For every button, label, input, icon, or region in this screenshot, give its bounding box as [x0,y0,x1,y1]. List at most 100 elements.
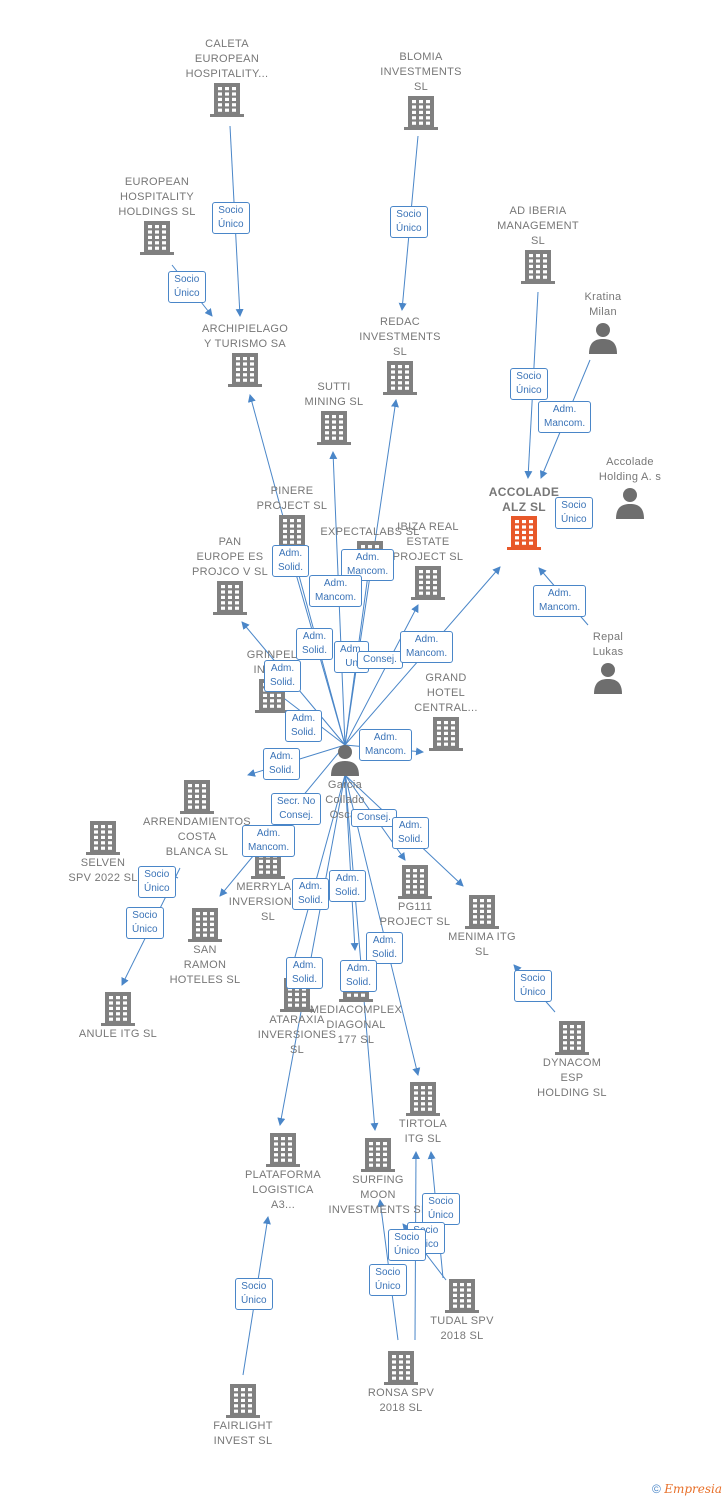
relation-label[interactable]: Socio Único [212,202,250,234]
node-label: Kratina Milan [584,291,622,318]
node-label: PLATAFORMA LOGISTICA A3... [245,1169,321,1211]
node-archipielago[interactable]: ARCHIPIELAGO Y TURISMO SA [180,322,310,388]
building-icon [266,1133,300,1167]
node-label: IBIZA REAL ESTATE PROJECT SL [392,521,464,563]
node-adiberia[interactable]: AD IBERIA MANAGEMENT SL [473,204,603,285]
relation-label[interactable]: Adm. Mancom. [359,729,413,761]
relation-label[interactable]: Adm. Solid. [272,545,310,577]
node-label: EUROPEAN HOSPITALITY HOLDINGS SL [118,176,196,218]
relation-label[interactable]: Consej. [351,809,397,827]
node-label: CALETA EUROPEAN HOSPITALITY... [185,38,269,80]
relation-label[interactable]: Adm. Solid. [366,932,404,964]
node-pg111[interactable]: PG111 PROJECT SL [350,864,480,930]
relation-label[interactable]: Socio Único [235,1278,273,1310]
node-dynacom[interactable]: DYNACOM ESP HOLDING SL [507,1020,637,1101]
node-label: TIRTOLA ITG SL [398,1118,448,1145]
relation-label[interactable]: Secr. No Consej. [271,793,322,825]
node-surfing[interactable]: SURFING MOON INVESTMENTS SL [313,1137,443,1218]
node-grandhotel[interactable]: GRAND HOTEL CENTRAL... [381,671,511,752]
node-selven[interactable]: SELVEN SPV 2022 SL [38,820,168,886]
relation-label[interactable]: Socio Único [138,866,176,898]
relation-label[interactable]: Adm. Solid. [263,748,301,780]
relation-label[interactable]: Adm. Solid. [329,870,367,902]
empresia-logo[interactable]: Empresia [664,1482,722,1496]
node-label: PAN EUROPE ES PROJCO V SL [191,536,269,578]
building-icon [188,908,222,942]
node-anule[interactable]: ANULE ITG SL [53,991,183,1042]
relation-label[interactable]: Consej. [357,651,403,669]
node-label: SUTTI MINING SL [304,381,364,408]
node-tudal[interactable]: TUDAL SPV 2018 SL [397,1278,527,1344]
building-icon [507,516,541,550]
building-icon [406,1082,440,1116]
relation-label[interactable]: Socio Único [510,368,548,400]
node-sanramon[interactable]: SAN RAMON HOTELES SL [140,907,270,988]
node-plataforma[interactable]: PLATAFORMA LOGISTICA A3... [218,1132,348,1213]
building-icon [361,1138,395,1172]
relation-label[interactable]: Adm. Solid. [292,878,330,910]
relationship-edge [344,604,419,746]
relation-label[interactable]: Socio Único [126,907,164,939]
relation-label[interactable]: Socio Único [390,206,428,238]
relation-label[interactable]: Adm. Solid. [286,957,324,989]
relationship-edge [344,774,379,1131]
relationship-edge [344,774,359,951]
relation-label[interactable]: Adm. Solid. [285,710,323,742]
node-menima[interactable]: MENIMA ITG SL [417,894,547,960]
relation-label[interactable]: Adm. Mancom. [533,585,587,617]
node-label: AD IBERIA MANAGEMENT SL [497,205,579,247]
node-label: FAIRLIGHT INVEST SL [213,1420,273,1447]
node-repal[interactable]: Repal Lukas [543,630,673,696]
relation-label[interactable]: Adm. Mancom. [400,631,454,663]
building-icon [317,411,351,445]
building-icon [86,821,120,855]
node-label: RONSA SPV 2018 SL [367,1387,435,1414]
relation-label[interactable]: Adm. Solid. [296,628,334,660]
relation-label[interactable]: Socio Único [514,970,552,1002]
node-label: BLOMIA INVESTMENTS SL [380,51,462,93]
relation-label[interactable]: Socio Único [168,271,206,303]
node-accoladeholding[interactable]: Accolade Holding A. s [565,455,695,521]
node-fairlight[interactable]: FAIRLIGHT INVEST SL [178,1383,308,1449]
node-european[interactable]: EUROPEAN HOSPITALITY HOLDINGS SL [92,175,222,256]
relation-label[interactable]: Adm. Solid. [340,960,378,992]
node-caleta[interactable]: CALETA EUROPEAN HOSPITALITY... [162,37,292,118]
building-icon [210,83,244,117]
node-kratina[interactable]: Kratina Milan [538,290,668,356]
node-label: GRAND HOTEL CENTRAL... [414,672,478,714]
relationship-edge [277,774,346,1126]
node-redac[interactable]: REDAC INVESTMENTS SL [335,315,465,396]
building-icon [521,250,555,284]
building-icon [465,895,499,929]
relation-label[interactable]: Adm. Solid. [392,817,430,849]
node-ibiza[interactable]: IBIZA REAL ESTATE PROJECT SL [363,520,493,601]
building-icon [228,353,262,387]
relationship-edge [287,774,346,976]
relation-label[interactable]: Socio Único [555,497,593,529]
node-label: DYNACOM ESP HOLDING SL [537,1057,607,1099]
node-pan[interactable]: PAN EUROPE ES PROJCO V SL [165,535,295,616]
node-label: MENIMA ITG SL [448,931,516,958]
node-pinere[interactable]: PINERE PROJECT SL [227,484,357,550]
node-label: PINERE PROJECT SL [256,485,328,512]
building-icon [383,361,417,395]
relation-label[interactable]: Adm. Mancom. [309,575,363,607]
relation-label[interactable]: Socio Único [369,1264,407,1296]
node-tirtola[interactable]: TIRTOLA ITG SL [358,1081,488,1147]
node-arrendamientos[interactable]: ARRENDAMIENTOS COSTA BLANCA SL [132,779,262,860]
relation-label[interactable]: Adm. Mancom. [538,401,592,433]
node-sutti[interactable]: SUTTI MINING SL [269,380,399,446]
node-accoladealz[interactable]: ACCOLADE ALZ SL [459,485,589,551]
relation-label[interactable]: Socio Único [388,1229,426,1261]
node-label: ANULE ITG SL [78,1028,158,1040]
node-ronsa[interactable]: RONSA SPV 2018 SL [336,1350,466,1416]
building-icon [213,581,247,615]
building-icon [226,1384,260,1418]
relation-label[interactable]: Socio Único [422,1193,460,1225]
relation-label[interactable]: Adm. Solid. [264,660,302,692]
person-icon [589,323,617,354]
node-label: ARRENDAMIENTOS COSTA BLANCA SL [143,816,251,858]
node-blomia[interactable]: BLOMIA INVESTMENTS SL [356,50,486,131]
building-icon [140,221,174,255]
relation-label[interactable]: Adm. Mancom. [242,825,296,857]
